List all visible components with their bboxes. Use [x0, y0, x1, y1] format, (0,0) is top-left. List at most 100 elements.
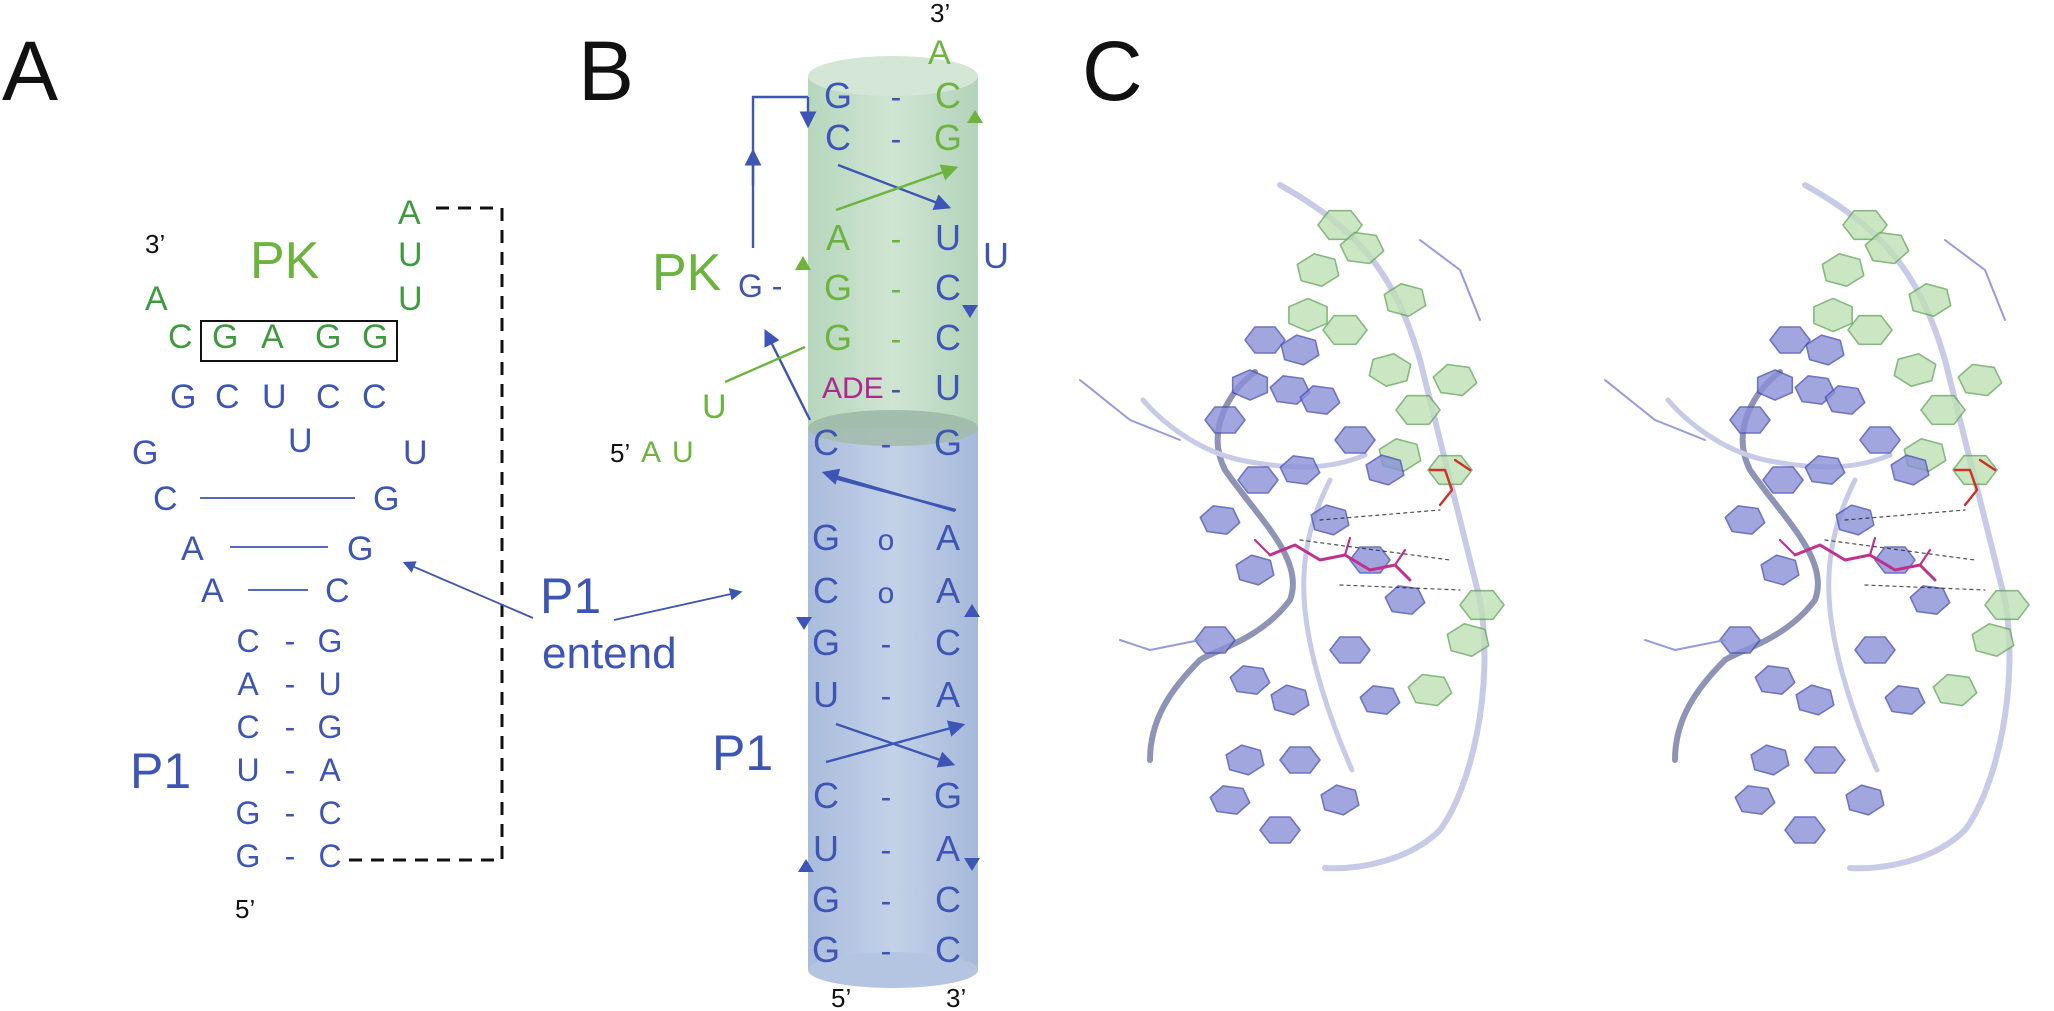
pk-sequence-box [200, 320, 398, 362]
p1-pair-mark: o [878, 577, 895, 610]
blue-nucleotide-18 [1329, 636, 1371, 664]
strand-g-to-p1 [764, 328, 812, 421]
stem-a-left-nt: C [236, 623, 259, 659]
pk-helix-cylinder [808, 76, 978, 428]
p1-helix-cylinder [808, 428, 978, 970]
blue-nucleotide-8 [1804, 455, 1846, 485]
pk-pair-mark: - [891, 79, 902, 115]
p1-right-nt: A [936, 517, 960, 558]
pseudoknot-dashed-connector [345, 206, 504, 862]
boxed-nt-4: G [362, 318, 388, 356]
panel-b-au-a: A [641, 436, 661, 469]
blue-nucleotide-17 [1270, 684, 1310, 716]
p1-crossover-2b [835, 722, 956, 768]
pk-pair-mark: - [891, 371, 902, 407]
blue-nucleotide-17 [1795, 684, 1835, 716]
ligand-branch [1253, 536, 1407, 567]
blue-nucleotide-3 [1756, 369, 1794, 401]
pk-right-nt: C [935, 75, 961, 116]
strand-connector-top [751, 95, 808, 248]
p1-left-nt: G [812, 929, 840, 970]
p1-right-nt: A [936, 828, 960, 869]
pk-arrowhead-blue-right [962, 305, 978, 318]
pk-left-nt: G [824, 317, 852, 358]
panel-b-free-u: U [702, 388, 727, 426]
p1-right-nt: C [935, 622, 961, 663]
blue-nucleotide-10 [1199, 505, 1241, 535]
ligand-branch [1778, 536, 1932, 567]
p1-pair-mark: - [881, 883, 892, 919]
panel-a-five-prime: 5’ [235, 894, 255, 924]
blue-nucleotide-3 [1231, 369, 1269, 401]
pk-arrowhead-green-left [795, 256, 811, 270]
green-nucleotide-3 [1813, 297, 1853, 333]
panel-b-p1-label: P1 [712, 725, 773, 781]
stem-a-left-nt: U [236, 752, 259, 788]
panel-b-five-prime-bottom: 5’ [831, 983, 851, 1011]
p1-arrowhead-4 [964, 858, 980, 871]
blue-nucleotide-6 [1859, 426, 1901, 454]
green-nucleotide-13 [1407, 673, 1453, 707]
blue-nucleotide-21 [1225, 744, 1265, 776]
p1-right-nt: A [936, 570, 960, 611]
pk-cylinder-top [808, 56, 978, 96]
strand-connectors [1604, 239, 2006, 651]
green-nucleotide-12 [1459, 589, 1505, 621]
loop-g-left: G [132, 434, 158, 472]
pk-left-nt: G [824, 75, 852, 116]
panel-b-au-u: U [672, 436, 694, 469]
green-nucleotide-8 [1957, 363, 2003, 397]
stereo-structure-right [1604, 182, 2030, 872]
p1-pair-mark: - [881, 426, 892, 462]
green-nucleotide-2 [1339, 231, 1385, 265]
gcucc-nt-2: C [215, 378, 240, 416]
p1-cylinder-bottom [808, 952, 978, 988]
boxed-nt-2: A [261, 318, 284, 356]
green-nucleotide-12 [1984, 589, 2030, 621]
panel-b-three-prime-top: 3’ [930, 0, 950, 28]
p1-left-nt: C [813, 422, 839, 463]
stereo-structure-left [1079, 182, 1505, 872]
internal-g-right-2: G [347, 530, 373, 568]
blue-nucleotide-14 [1760, 554, 1800, 586]
panel-a-p1-label: P1 [130, 743, 191, 799]
blue-nucleotide-16 [1229, 665, 1271, 695]
stem-a-right-nt: C [318, 795, 341, 831]
blue-nucleotide-24 [1320, 784, 1360, 816]
panel-a-c-before-box: C [168, 318, 193, 356]
p1-left-nt: G [812, 517, 840, 558]
pk-pair-mark: - [891, 321, 902, 357]
blue-nucleotide-22 [1734, 785, 1776, 815]
auu-nt-2: U [398, 236, 423, 274]
green-nucleotide-5 [1908, 283, 1952, 317]
blue-nucleotide-19 [1359, 685, 1401, 715]
blue-nucleotide-16 [1754, 665, 1796, 695]
p1-right-nt: G [934, 775, 962, 816]
boxed-nt-3: G [315, 318, 341, 356]
green-nucleotide-13 [1932, 673, 1978, 707]
green-nucleotide-4 [1322, 314, 1368, 346]
green-nucleotide-6 [1893, 353, 1937, 387]
blue-nucleotide-1 [1805, 334, 1845, 366]
p1-right-nt: G [934, 422, 962, 463]
blue-nucleotide-20 [1279, 746, 1321, 774]
pk-right-nt: G [934, 117, 962, 158]
pk-left-nt: A [826, 217, 850, 258]
pk-arrowhead-green-top [967, 110, 983, 123]
panel-b-three-prime-bottom: 3’ [946, 983, 966, 1011]
p1-stem-pairs: C-GA-UC-GU-AG-CG-C [236, 623, 343, 874]
p1-pair-mark: - [881, 832, 892, 868]
internal-c-left: C [153, 480, 178, 518]
panel-a-pk-label: PK [250, 232, 320, 290]
blue-nucleotide-13 [1384, 585, 1426, 615]
panel-c: C [1079, 24, 2030, 872]
blue-nucleotide-24 [1845, 784, 1885, 816]
stem-a-pair-mark: - [285, 838, 296, 874]
blue-nucleotide-9 [1237, 466, 1279, 494]
internal-c-right: C [325, 572, 350, 610]
green-nucleotide-7 [1920, 394, 1966, 426]
panel-label-a: A [2, 24, 58, 118]
blue-nucleotide-23 [1259, 816, 1301, 844]
blue-nucleotide-5 [1824, 385, 1866, 415]
blue-nucleotide-18 [1854, 636, 1896, 664]
